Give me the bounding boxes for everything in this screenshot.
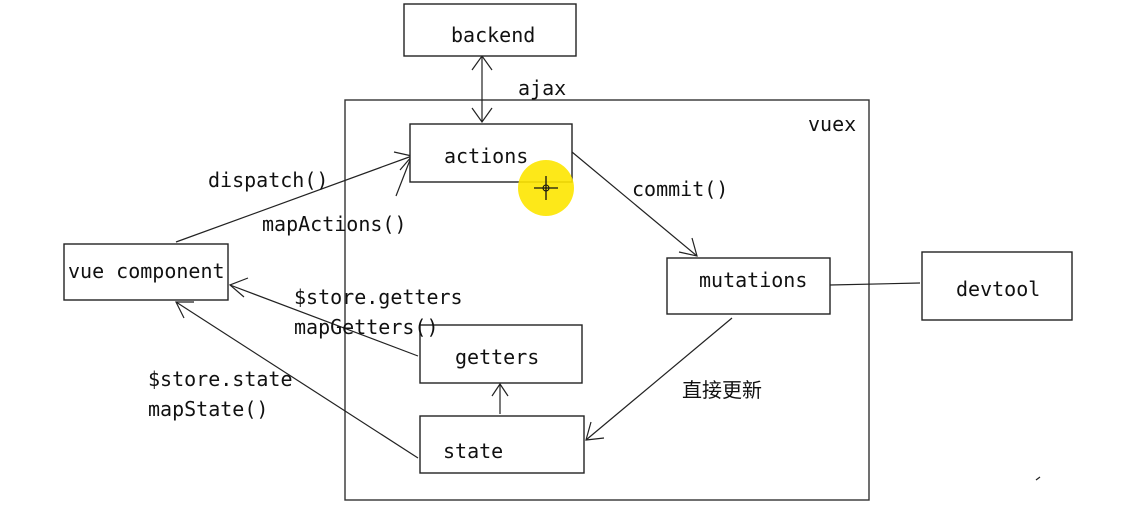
arrowhead-getters [491, 382, 509, 397]
node-state-label: state [443, 439, 503, 463]
edge-getters-component [229, 284, 419, 357]
vuex-container-label: vuex [808, 112, 856, 136]
cursor-highlight [518, 160, 574, 216]
arrowhead-direct-update [585, 421, 605, 441]
edge-label-map-getters: mapGetters() [294, 315, 439, 339]
edge-mutations-devtool [829, 282, 921, 286]
edge-mapactions-pointer [395, 159, 411, 197]
edge-mutations-state [585, 317, 733, 441]
edge-label-store-getters: $store.getters [294, 285, 463, 309]
node-backend[interactable]: backend [403, 3, 577, 57]
arrowhead-commit [678, 237, 698, 257]
node-vue-component[interactable]: vue component [63, 243, 229, 301]
node-backend-label: backend [451, 23, 535, 47]
node-state[interactable]: state [419, 415, 585, 474]
edge-label-direct-update: 直接更新 [682, 378, 762, 402]
edge-label-dispatch: dispatch() [208, 168, 328, 192]
edge-component-actions [175, 155, 413, 243]
edge-label-map-actions: mapActions() [262, 212, 407, 236]
edge-actions-mutations [571, 151, 698, 257]
vuex-container [344, 99, 870, 501]
arrowhead-to-actions [471, 107, 493, 124]
arrowhead-state-to-component [175, 301, 194, 319]
edge-label-map-state: mapState() [148, 397, 268, 421]
node-mutations-label: mutations [699, 268, 807, 292]
crosshair-cursor-icon [534, 176, 558, 200]
edge-label-ajax: ajax [518, 76, 566, 100]
edge-state-component [175, 301, 419, 459]
node-devtool-label: devtool [956, 277, 1040, 301]
node-getters[interactable]: getters [419, 324, 583, 384]
edge-label-store-state: $store.state [148, 367, 293, 391]
arrowhead-getters-to-component [228, 277, 249, 298]
node-mutations[interactable]: mutations [666, 257, 831, 315]
stray-mark [1035, 476, 1041, 481]
node-devtool[interactable]: devtool [921, 251, 1073, 321]
edge-label-commit: commit() [632, 177, 728, 201]
node-getters-label: getters [455, 345, 539, 369]
node-vue-component-label: vue component [68, 259, 225, 283]
node-actions-label: actions [444, 144, 528, 168]
